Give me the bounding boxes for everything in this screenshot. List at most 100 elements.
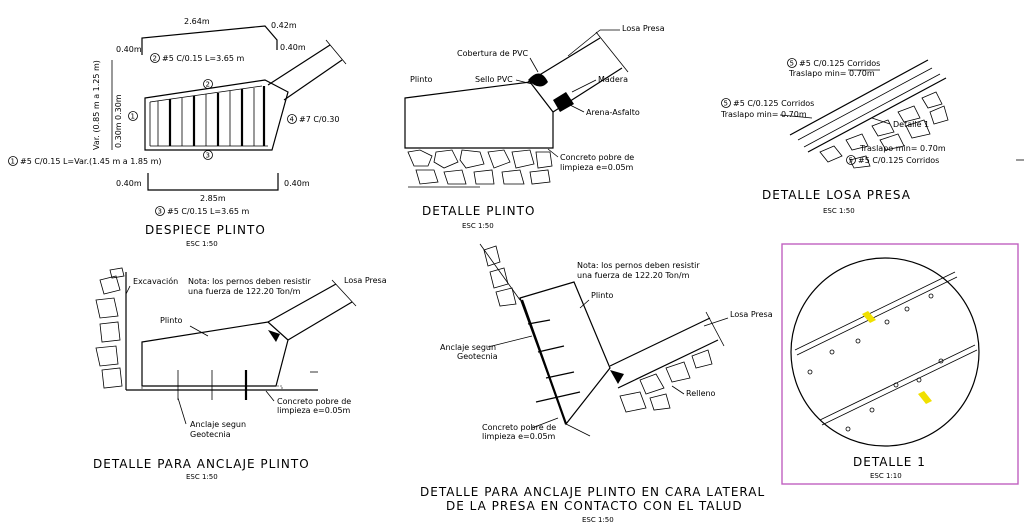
label-arena: Arena-Asfalto bbox=[586, 108, 640, 117]
lateral-title1: DETALLE PARA ANCLAJE PLINTO EN CARA LATE… bbox=[420, 485, 765, 499]
bar-marker-1-plinto-num: 1 bbox=[131, 113, 135, 121]
dim-bottom-left: 0.40m bbox=[116, 179, 142, 188]
lat-anchor-2 bbox=[537, 345, 565, 353]
lateral-rock-bottom bbox=[619, 349, 713, 413]
arena-asfalto bbox=[553, 92, 574, 112]
detalle-plinto-scale: ESC 1:50 bbox=[462, 222, 494, 230]
anclaje-losa-bot bbox=[287, 301, 353, 341]
bar-2-shape bbox=[141, 25, 278, 55]
dim-right-top: 0.40m bbox=[280, 43, 306, 52]
lateral-scale: ESC 1:50 bbox=[582, 516, 614, 524]
dim-top-right: 0.42m bbox=[271, 21, 297, 30]
dim-bottom-right: 0.40m bbox=[284, 179, 310, 188]
detalle1-group: DETALLE 1 ESC 1:10 bbox=[781, 243, 1019, 485]
losa-mid-bar: #5 C/0.125 Corridos bbox=[733, 99, 814, 108]
label-anclaje1: Anclaje segun bbox=[190, 420, 246, 429]
label-losa-anclaje: Losa Presa bbox=[344, 276, 387, 285]
losa-marker-top-num: 5 bbox=[790, 60, 794, 68]
label-plinto: Plinto bbox=[410, 75, 432, 84]
lat-anchor-1 bbox=[527, 319, 551, 325]
lateral-title2: DE LA PRESA EN CONTACTO CON EL TALUD bbox=[446, 499, 743, 513]
anclaje-title: DETALLE PARA ANCLAJE PLINTO bbox=[93, 457, 310, 471]
slab-top-line bbox=[267, 44, 331, 86]
lateral-nota1: Nota: los pernos deben resistir bbox=[577, 261, 700, 270]
lateral-losa-top bbox=[609, 317, 711, 367]
losa-marker-bot-num: 5 bbox=[849, 157, 853, 165]
losa-rock-fill bbox=[819, 91, 949, 169]
dim-030b: 0.30m bbox=[114, 122, 123, 148]
losa-mid-trasl: Traslapo min= 0.70m bbox=[720, 110, 807, 119]
bar-marker-3-plinto bbox=[203, 150, 213, 160]
bar-3-spec: #5 C/0.15 L=3.65 m bbox=[167, 207, 249, 216]
lateral-concreto: Concreto pobre de bbox=[482, 423, 556, 432]
slab-bottom-line bbox=[283, 59, 343, 101]
bar-marker-1 bbox=[8, 156, 18, 166]
losa-detalle1-label: Detalle 1 bbox=[893, 120, 929, 129]
losa-scale: ESC 1:50 bbox=[823, 207, 855, 215]
lateral-group: Nota: los pernos deben resistir una fuer… bbox=[420, 243, 773, 524]
dim-left-top: 0.40m bbox=[116, 45, 142, 54]
bar-marker-2 bbox=[150, 53, 160, 63]
losa-marker-mid-num: 5 bbox=[724, 100, 728, 108]
detalle1-bars bbox=[794, 271, 978, 426]
bar-marker-1-plinto bbox=[128, 111, 138, 121]
detalle1-circle bbox=[790, 257, 980, 447]
rock-bed bbox=[407, 149, 553, 185]
label-excavacion: Excavación bbox=[133, 276, 178, 286]
slab-cut bbox=[325, 39, 347, 65]
bar-3-shape bbox=[147, 173, 279, 191]
bar-marker-2-plinto bbox=[203, 79, 213, 89]
losa-top-bar: #5 C/0.125 Corridos bbox=[799, 59, 880, 68]
anclaje-scale: ESC 1:50 bbox=[186, 473, 218, 481]
anclaje-seal bbox=[268, 330, 280, 342]
label-concreto-anclaje: Concreto pobre de bbox=[277, 397, 351, 406]
detalle-plinto-title: DETALLE PLINTO bbox=[422, 204, 535, 218]
lateral-relleno: Relleno bbox=[686, 389, 716, 398]
bar-4-spec: #7 C/0.30 bbox=[299, 115, 339, 124]
losa-top-face bbox=[789, 59, 929, 136]
losa-bottom-face bbox=[807, 77, 947, 153]
dim-030: 0.30m bbox=[114, 94, 123, 120]
dim-bottom: 2.85m bbox=[200, 194, 226, 203]
label-cobertura: Cobertura de PVC bbox=[457, 49, 529, 58]
despiece-scale: ESC 1:50 bbox=[186, 240, 218, 248]
losa-cut bbox=[595, 31, 629, 73]
plinto-concrete bbox=[404, 81, 554, 149]
losa-marker-bot bbox=[846, 155, 856, 165]
lateral-plinto-outline bbox=[519, 281, 611, 426]
dim-top: 2.64m bbox=[184, 17, 210, 26]
losa-bar-top bbox=[797, 67, 933, 141]
detalle1-marker-bot bbox=[918, 391, 932, 404]
losa-marker-top bbox=[787, 58, 797, 68]
bar-2-spec: #5 C/0.15 L=3.65 m bbox=[162, 54, 244, 63]
bar-marker-1-num: 1 bbox=[11, 158, 15, 166]
despiece-title: DESPIECE PLINTO bbox=[145, 223, 266, 237]
label-losa-presa: Losa Presa bbox=[622, 24, 665, 33]
anclaje-group: Excavación Nota: los pernos deben resist… bbox=[93, 267, 387, 481]
detalle1-marker-top bbox=[862, 311, 876, 323]
nota1: Nota: los pernos deben resistir bbox=[188, 277, 311, 286]
detalle1-bar-dots bbox=[807, 293, 944, 432]
losa-bot-bar: #5 C/0.125 Corridos bbox=[858, 156, 939, 165]
label-plinto-anclaje: Plinto bbox=[160, 316, 182, 325]
detalle1-title: DETALLE 1 bbox=[853, 455, 926, 469]
losa-bar-bot bbox=[803, 73, 941, 148]
lateral-anclaje1: Anclaje segun bbox=[440, 343, 496, 352]
lat-anchor-3 bbox=[545, 371, 575, 379]
anclaje-plinto-outline bbox=[141, 321, 289, 387]
detalle1-frame bbox=[781, 243, 1019, 485]
plinto-outline bbox=[144, 79, 289, 151]
bar-marker-2-num: 2 bbox=[153, 55, 157, 63]
var-label: Var. (0.85 m a 1.25 m) bbox=[92, 60, 101, 150]
despiece-plinto-group: 2.64m 0.42m 0.40m 0.40m 2 #5 C/0.15 L=3.… bbox=[8, 17, 347, 248]
anclaje-losa-top bbox=[267, 283, 337, 323]
lateral-label-losa: Losa Presa bbox=[730, 310, 773, 319]
lateral-limpieza: limpieza e=0.05m bbox=[482, 432, 556, 441]
losa-bot-trasl: Traslapo min= 0.70m bbox=[859, 144, 946, 153]
lateral-nota2: una fuerza de 122.20 Ton/m bbox=[577, 271, 690, 280]
bar-marker-3-num: 3 bbox=[158, 208, 162, 216]
bar-marker-4-num: 4 bbox=[290, 116, 295, 124]
detalle-losa-group: 5 #5 C/0.125 Corridos Traslapo min= 0.70… bbox=[720, 58, 1024, 215]
losa-title: DETALLE LOSA PRESA bbox=[762, 188, 911, 202]
